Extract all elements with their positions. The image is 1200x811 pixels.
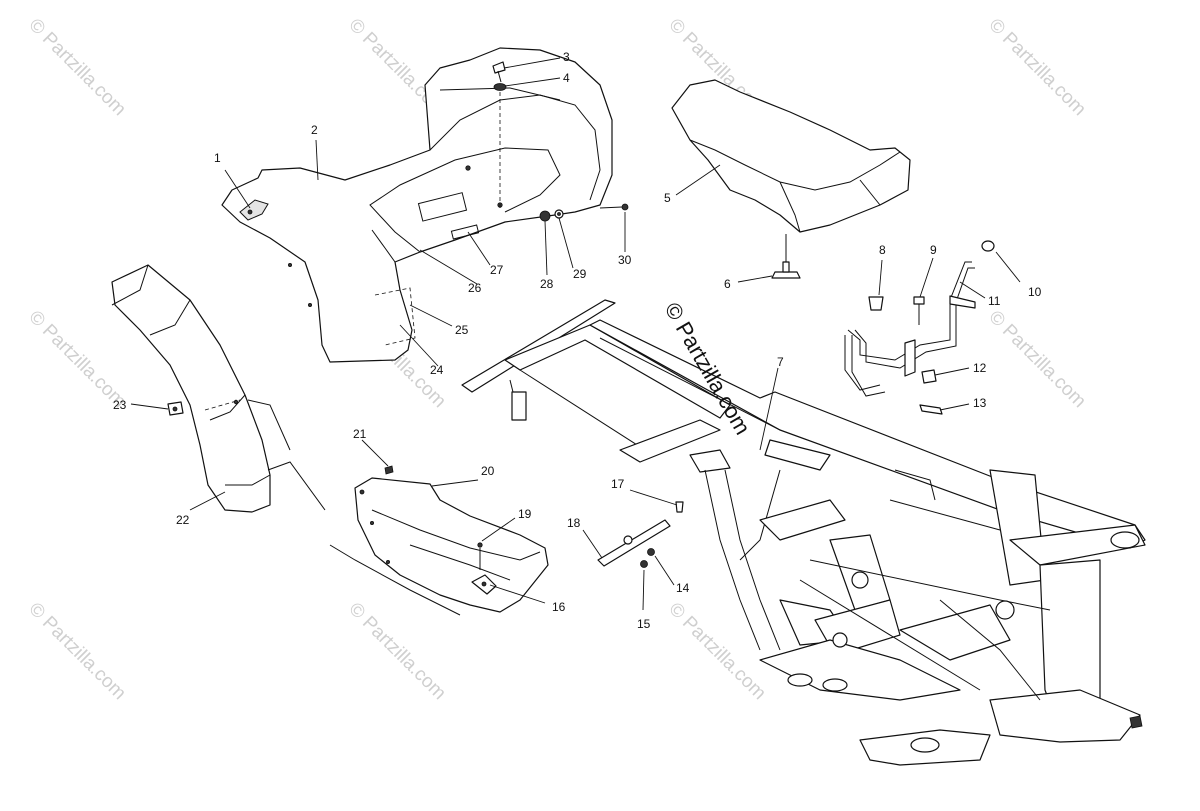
cap-10[interactable] [981, 240, 995, 252]
pin-17[interactable] [675, 501, 684, 513]
frame[interactable] [461, 299, 1146, 766]
callout-28: 28 [540, 277, 554, 291]
callout-26: 26 [468, 281, 482, 295]
seat-grommet[interactable] [771, 261, 801, 279]
screw-19[interactable] [477, 542, 483, 570]
callout-1: 1 [214, 151, 221, 165]
support-rod[interactable] [597, 519, 671, 567]
footrest[interactable] [329, 477, 549, 616]
bolt-9[interactable] [913, 296, 925, 325]
left-footwell[interactable] [111, 264, 271, 513]
nut-28[interactable] [539, 210, 551, 222]
callout-5: 5 [664, 191, 671, 205]
callout-18: 18 [567, 516, 581, 530]
bushing-8[interactable] [868, 296, 884, 311]
callout-27: 27 [490, 263, 504, 277]
watermark-text: © Partzilla.com [24, 15, 129, 120]
watermark-text: © Partzilla.com [984, 15, 1089, 120]
seat[interactable] [671, 79, 911, 233]
watermark-text: © Partzilla.com [664, 599, 769, 704]
screw-21[interactable] [384, 465, 394, 475]
watermark-text: © Partzilla.com [24, 599, 129, 704]
callout-4: 4 [563, 71, 570, 85]
callout-10: 10 [1028, 285, 1042, 299]
watermark-text: © Partzilla.com [24, 307, 129, 412]
bolt-30[interactable] [599, 203, 629, 211]
callout-30: 30 [618, 253, 632, 267]
callout-14: 14 [676, 581, 690, 595]
callout-24: 24 [430, 363, 444, 377]
nut-14[interactable] [647, 548, 655, 556]
callout-21: 21 [353, 427, 367, 441]
washer-29[interactable] [554, 209, 564, 219]
callout-11: 11 [988, 294, 1001, 308]
callout-9: 9 [930, 243, 937, 257]
callout-2: 2 [311, 123, 318, 137]
rivet-23[interactable] [167, 401, 184, 416]
callout-22: 22 [176, 513, 190, 527]
callout-6: 6 [724, 277, 731, 291]
callout-23: 23 [113, 398, 127, 412]
callout-25: 25 [455, 323, 469, 337]
fender-bolt[interactable] [492, 61, 506, 83]
bracket-16[interactable] [471, 574, 497, 595]
callout-29: 29 [573, 267, 587, 281]
callout-19: 19 [518, 507, 532, 521]
callout-labels: 1 2 3 4 5 6 7 8 9 10 11 12 13 14 15 16 1… [113, 50, 1042, 631]
nut-12[interactable] [921, 369, 937, 384]
callout-16: 16 [552, 600, 566, 614]
clip-13[interactable] [919, 404, 943, 415]
callout-7: 7 [777, 355, 784, 369]
grab-handle[interactable] [844, 261, 976, 397]
nut-15[interactable] [640, 560, 648, 568]
callout-15: 15 [637, 617, 651, 631]
watermark-text: © Partzilla.com [984, 307, 1089, 412]
callout-3: 3 [563, 50, 570, 64]
callout-17: 17 [611, 477, 625, 491]
watermark-text: © Partzilla.com [344, 599, 449, 704]
rear-fender[interactable] [221, 47, 613, 363]
leader-lines [130, 57, 1021, 611]
callout-20: 20 [481, 464, 495, 478]
callout-8: 8 [879, 243, 886, 257]
callout-13: 13 [973, 396, 987, 410]
callout-12: 12 [973, 361, 987, 375]
fender-washer[interactable] [493, 83, 507, 91]
